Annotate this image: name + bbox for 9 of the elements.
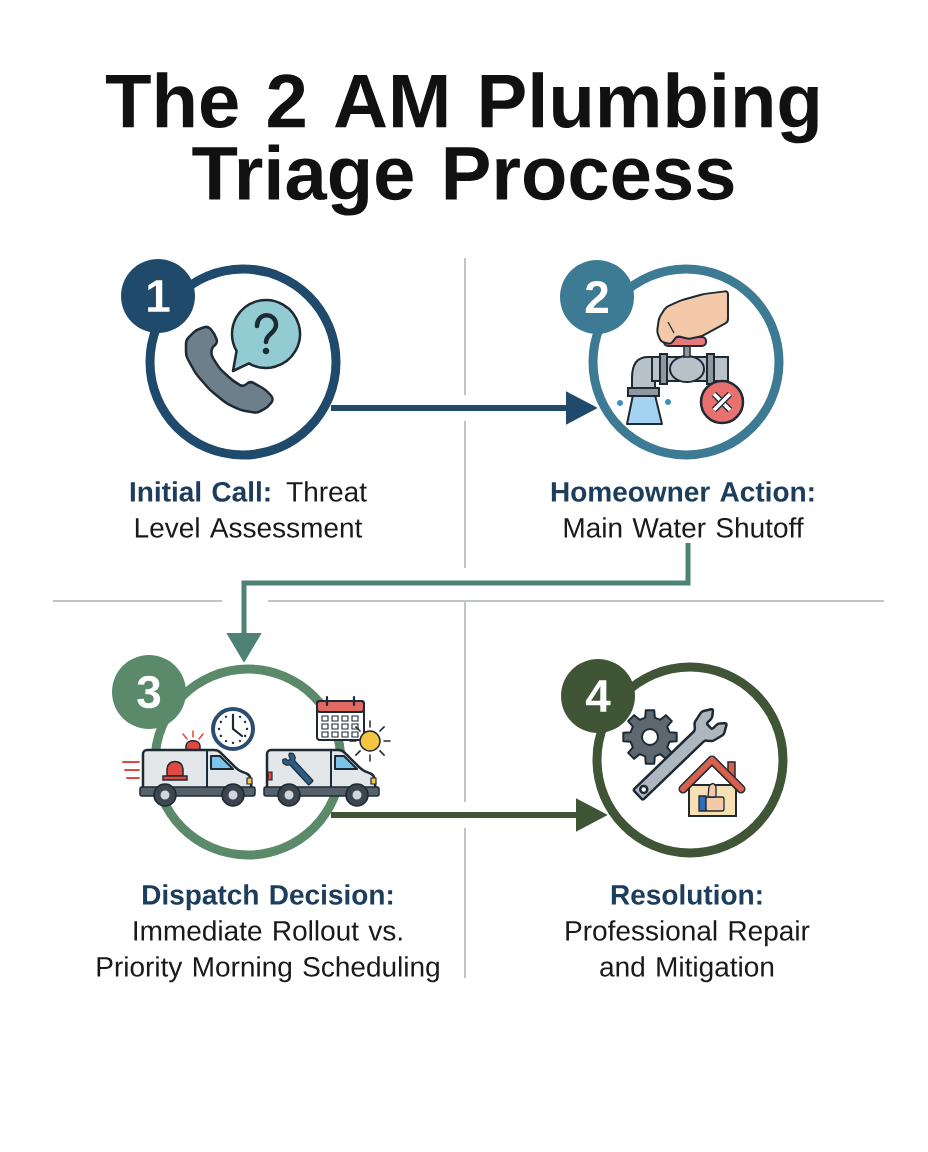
number-badge: 4 [561, 659, 635, 733]
number-badge: 2 [560, 260, 634, 334]
step-caption: Dispatch Decision: Immediate Rollout vs. Priority Morning Scheduling [97, 884, 439, 983]
number-badge: 1 [121, 259, 195, 333]
step-caption: Initial Call: Threat Level Assessment [130, 481, 367, 538]
step-caption: Resolution: Professional Repair and Mitigation [566, 884, 810, 983]
step-caption: Homeowner Action: Main Water Shutoff [551, 481, 814, 538]
title: The 2 AM Plumbing Triage Process [105, 72, 818, 216]
number-badge: 3 [112, 655, 186, 729]
